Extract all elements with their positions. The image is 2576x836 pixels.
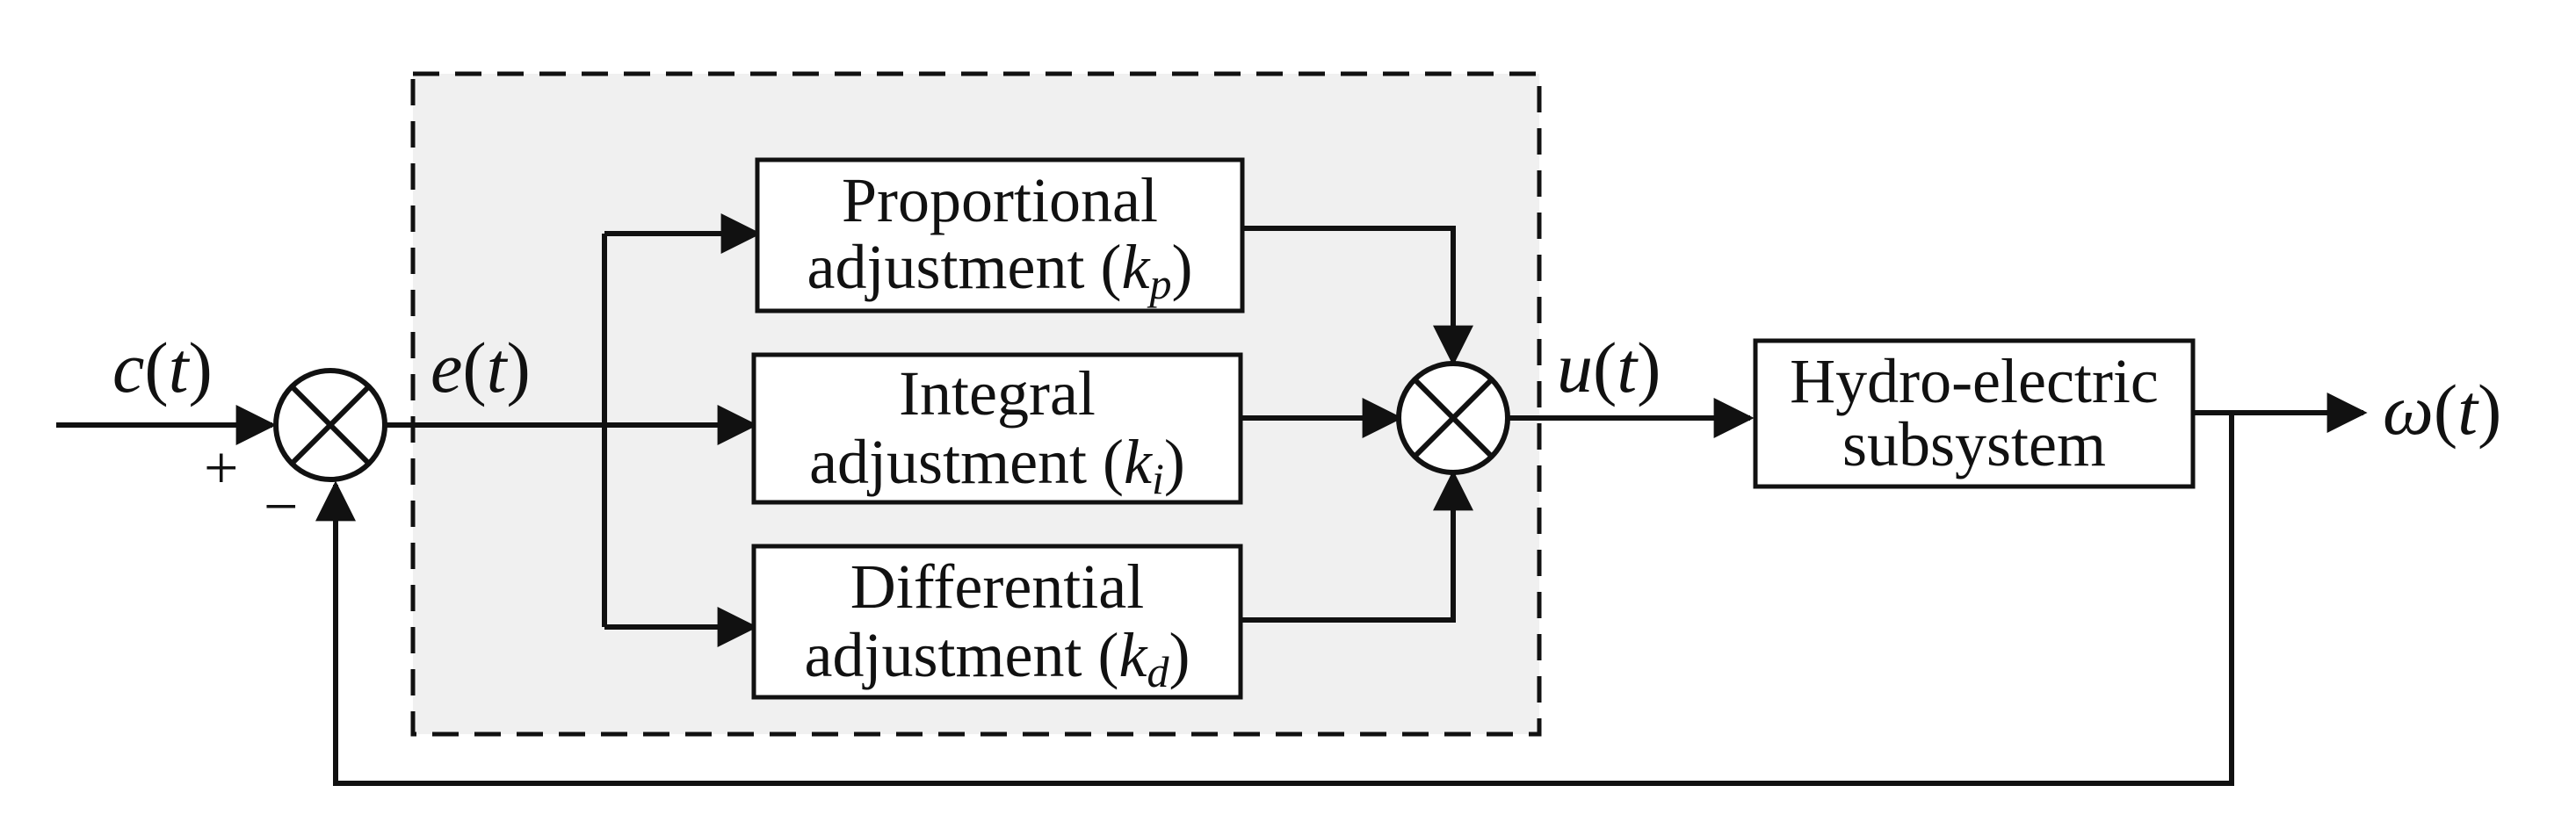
differential-block — [751, 544, 1243, 700]
summing-junction-control — [1396, 361, 1510, 475]
proportional-block — [755, 157, 1245, 314]
integral-line1: Integral — [899, 358, 1096, 429]
summing-junction-error — [273, 368, 387, 482]
differential-line1: Differential — [850, 551, 1145, 622]
input-signal-label: c(t) — [112, 328, 213, 407]
hydro-electric-line2: subsystem — [1842, 409, 2106, 479]
minus-sign: − — [264, 473, 298, 541]
differential-line2: adjustment (kd) — [805, 620, 1190, 696]
output-signal-label: ω(t) — [2383, 370, 2501, 450]
hydro-electric-block — [1753, 338, 2196, 489]
integral-block — [751, 352, 1243, 505]
proportional-line1: Proportional — [842, 165, 1158, 235]
integral-line2: adjustment (ki) — [809, 427, 1185, 503]
hydro-electric-line1: Hydro-electric — [1790, 346, 2159, 416]
control-signal-label: u(t) — [1557, 328, 1661, 407]
feedback-wire — [315, 413, 2234, 786]
differential-out-wire — [1241, 470, 1473, 623]
proportional-line2: adjustment (kp) — [807, 232, 1193, 308]
proportional-out-wire — [1242, 226, 1473, 366]
error-signal-label: e(t) — [431, 328, 531, 407]
plus-sign: + — [204, 435, 238, 502]
